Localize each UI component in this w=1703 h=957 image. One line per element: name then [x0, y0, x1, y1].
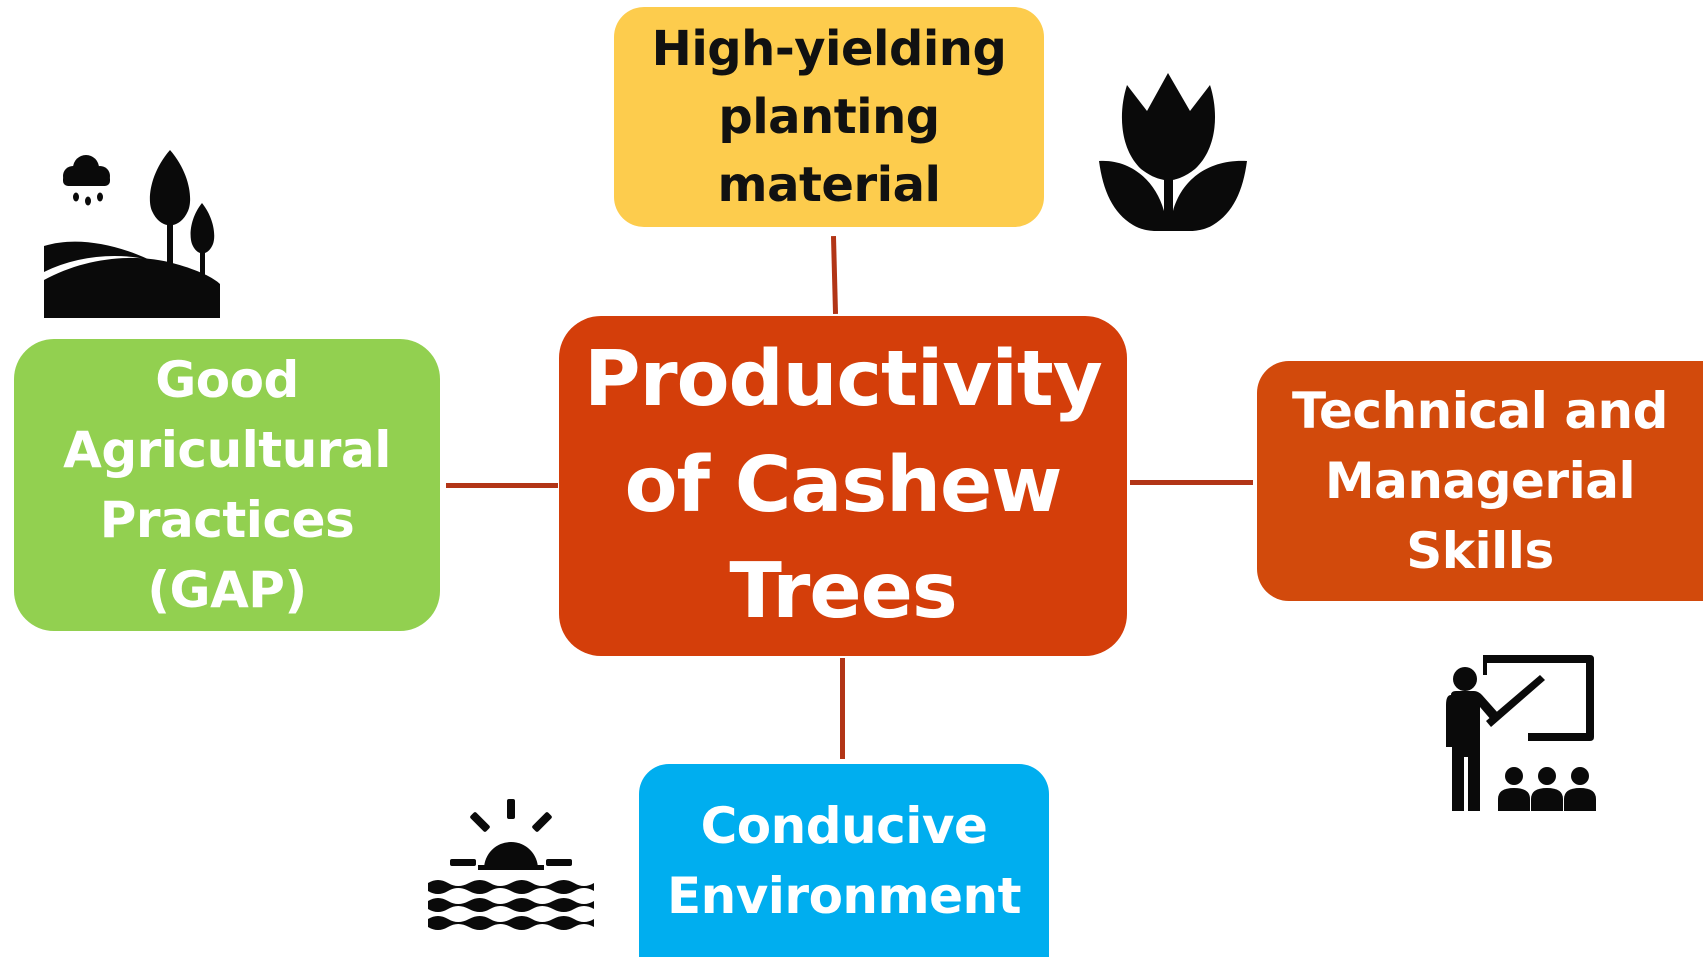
node-technical-managerial-skills: Technical and Managerial Skills	[1257, 361, 1703, 601]
node-high-yielding-planting-material: High-yielding planting material	[614, 7, 1044, 227]
sunset-water-icon	[428, 799, 594, 930]
central-node-productivity: Productivity of Cashew Trees	[559, 316, 1127, 656]
node-good-agricultural-practices: Good Agricultural Practices (GAP)	[14, 339, 440, 631]
teacher-presentation-icon	[1446, 655, 1596, 811]
tulip-icon	[1099, 73, 1247, 231]
central-node-label: Productivity of Cashew Trees	[584, 335, 1103, 636]
node-label-bottom: Conducive Environment	[666, 796, 1022, 925]
connector-right	[1130, 480, 1253, 485]
connector-bottom	[840, 658, 845, 759]
node-label-right: Technical and Managerial Skills	[1292, 382, 1668, 580]
connector-top	[830, 235, 839, 315]
landscape-rain-trees-icon	[44, 150, 220, 318]
node-conducive-environment: Conducive Environment	[639, 764, 1049, 957]
node-label-top: High-yielding planting material	[651, 21, 1007, 213]
connector-left	[446, 483, 558, 488]
node-label-left: Good Agricultural Practices (GAP)	[63, 351, 391, 619]
